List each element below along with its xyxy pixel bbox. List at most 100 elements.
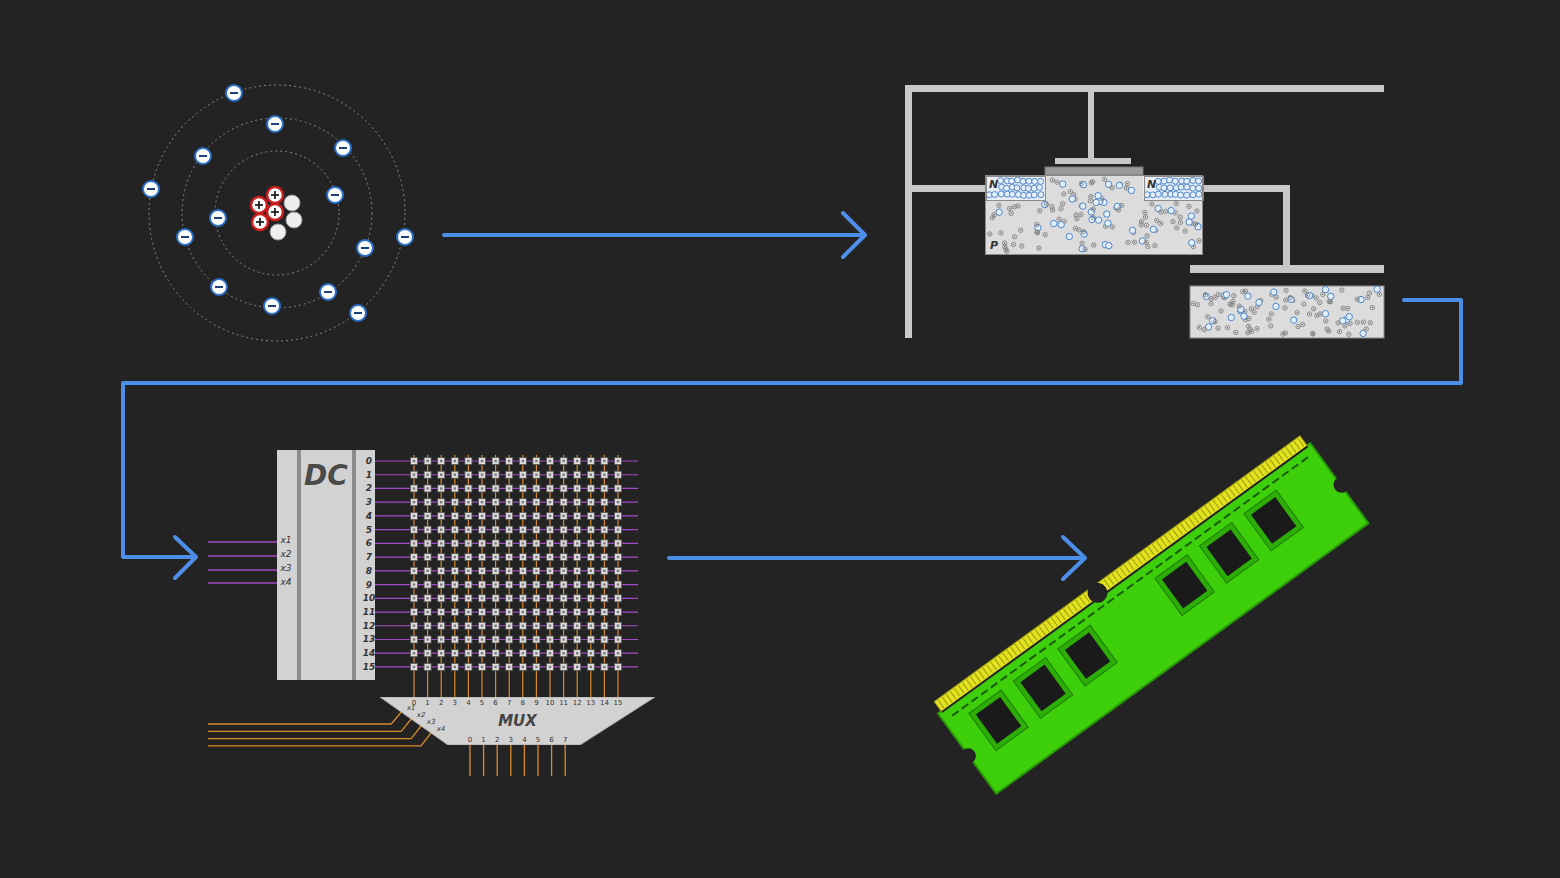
atom-dot <box>1009 211 1013 215</box>
contact-tooth <box>1023 638 1029 646</box>
atom-dot <box>1187 204 1191 208</box>
cell-core <box>562 542 564 544</box>
atom-dot <box>1119 203 1123 207</box>
atom-dot <box>1275 296 1276 297</box>
memory-cell <box>411 650 418 657</box>
memory-cell <box>479 609 486 616</box>
atom-dot <box>1090 196 1091 197</box>
cell-core <box>508 460 510 462</box>
select-pin: x2 <box>417 712 426 719</box>
cell-core <box>481 597 483 599</box>
atom-dot <box>1312 333 1313 334</box>
memory-cell <box>438 622 445 629</box>
contact-tooth <box>974 674 980 682</box>
free-electron <box>1037 184 1043 190</box>
atom-dot <box>1145 234 1149 238</box>
atom-dot <box>1302 324 1303 325</box>
row-number: 14 <box>363 649 376 658</box>
minus-sign <box>361 247 369 249</box>
atom-dot <box>1020 230 1021 231</box>
atom-dot <box>1183 229 1187 233</box>
contact-tooth <box>1031 632 1037 640</box>
memory-cell <box>533 650 540 657</box>
cell-core <box>440 501 442 503</box>
cell-core <box>481 501 483 503</box>
atom-dot <box>1175 226 1179 230</box>
column-number: 9 <box>534 700 538 707</box>
memory-cell <box>479 540 486 547</box>
atom-dot <box>1160 223 1161 224</box>
free-electron <box>1095 217 1101 223</box>
cell-core <box>454 652 456 654</box>
atom-dot <box>1014 236 1015 237</box>
memory-cell <box>519 471 526 478</box>
memory-cell <box>560 540 567 547</box>
atom-dot <box>1267 317 1271 321</box>
memory-cell <box>547 458 554 465</box>
cell-core <box>454 474 456 476</box>
memory-cell <box>479 499 486 506</box>
cell-core <box>535 528 537 530</box>
cell-core <box>576 515 578 517</box>
atom-dot <box>1214 321 1215 322</box>
memory-cell <box>533 595 540 602</box>
output-number: 4 <box>522 737 526 744</box>
atom-dot <box>1091 182 1092 183</box>
atom-dot <box>1214 297 1215 298</box>
chip-frame <box>969 690 1028 751</box>
atom-dot <box>1324 319 1328 323</box>
atom-dot <box>1309 313 1310 314</box>
atom-dot <box>1158 221 1162 225</box>
atom <box>143 85 413 341</box>
memory-cell <box>615 499 622 506</box>
memory-cell <box>533 663 540 670</box>
atom-dot <box>1300 322 1304 326</box>
free-electron <box>1167 185 1173 191</box>
cell-core <box>481 487 483 489</box>
memory-cell <box>479 636 486 643</box>
memory-cell <box>519 485 526 492</box>
row-number: 10 <box>363 594 376 603</box>
atom-dot <box>1175 212 1176 213</box>
atom-dot <box>1154 245 1155 246</box>
atom-dot <box>1303 303 1304 304</box>
cell-core <box>617 597 619 599</box>
memory-cell <box>479 526 486 533</box>
row-number: 9 <box>366 580 372 589</box>
memory-cell <box>424 636 431 643</box>
contact-tooth <box>991 662 997 670</box>
atom-dot <box>1091 215 1095 219</box>
memory-cell <box>615 581 622 588</box>
input-pin: x2 <box>280 550 291 559</box>
memory-chip <box>1020 665 1065 712</box>
cell-core <box>535 583 537 585</box>
cell-core <box>603 515 605 517</box>
contact-tooth <box>1274 456 1280 464</box>
memory-cell <box>424 471 431 478</box>
contact-tooth <box>1055 615 1061 623</box>
cell-core <box>481 556 483 558</box>
memory-cell <box>601 663 608 670</box>
cell-core <box>494 487 496 489</box>
cell-core <box>522 474 524 476</box>
memory-cell <box>492 471 499 478</box>
column-number: 8 <box>521 700 525 707</box>
free-electron <box>1155 205 1161 211</box>
atom-dot <box>1197 304 1198 305</box>
atom-dot <box>1079 212 1083 216</box>
atom-dot <box>1090 200 1091 201</box>
cell-core <box>454 528 456 530</box>
memory-cell <box>411 636 418 643</box>
memory-cell <box>438 499 445 506</box>
cell-core <box>590 666 592 668</box>
memory-cell <box>451 650 458 657</box>
output-wire <box>483 745 484 776</box>
cell-core <box>426 570 428 572</box>
atom-dot <box>1144 240 1148 244</box>
atom-dot <box>1369 292 1370 293</box>
memory-cell <box>587 485 594 492</box>
free-electron <box>1374 286 1380 292</box>
atom-dot <box>1342 308 1343 309</box>
n-region: N <box>1144 176 1204 201</box>
cell-core <box>494 542 496 544</box>
